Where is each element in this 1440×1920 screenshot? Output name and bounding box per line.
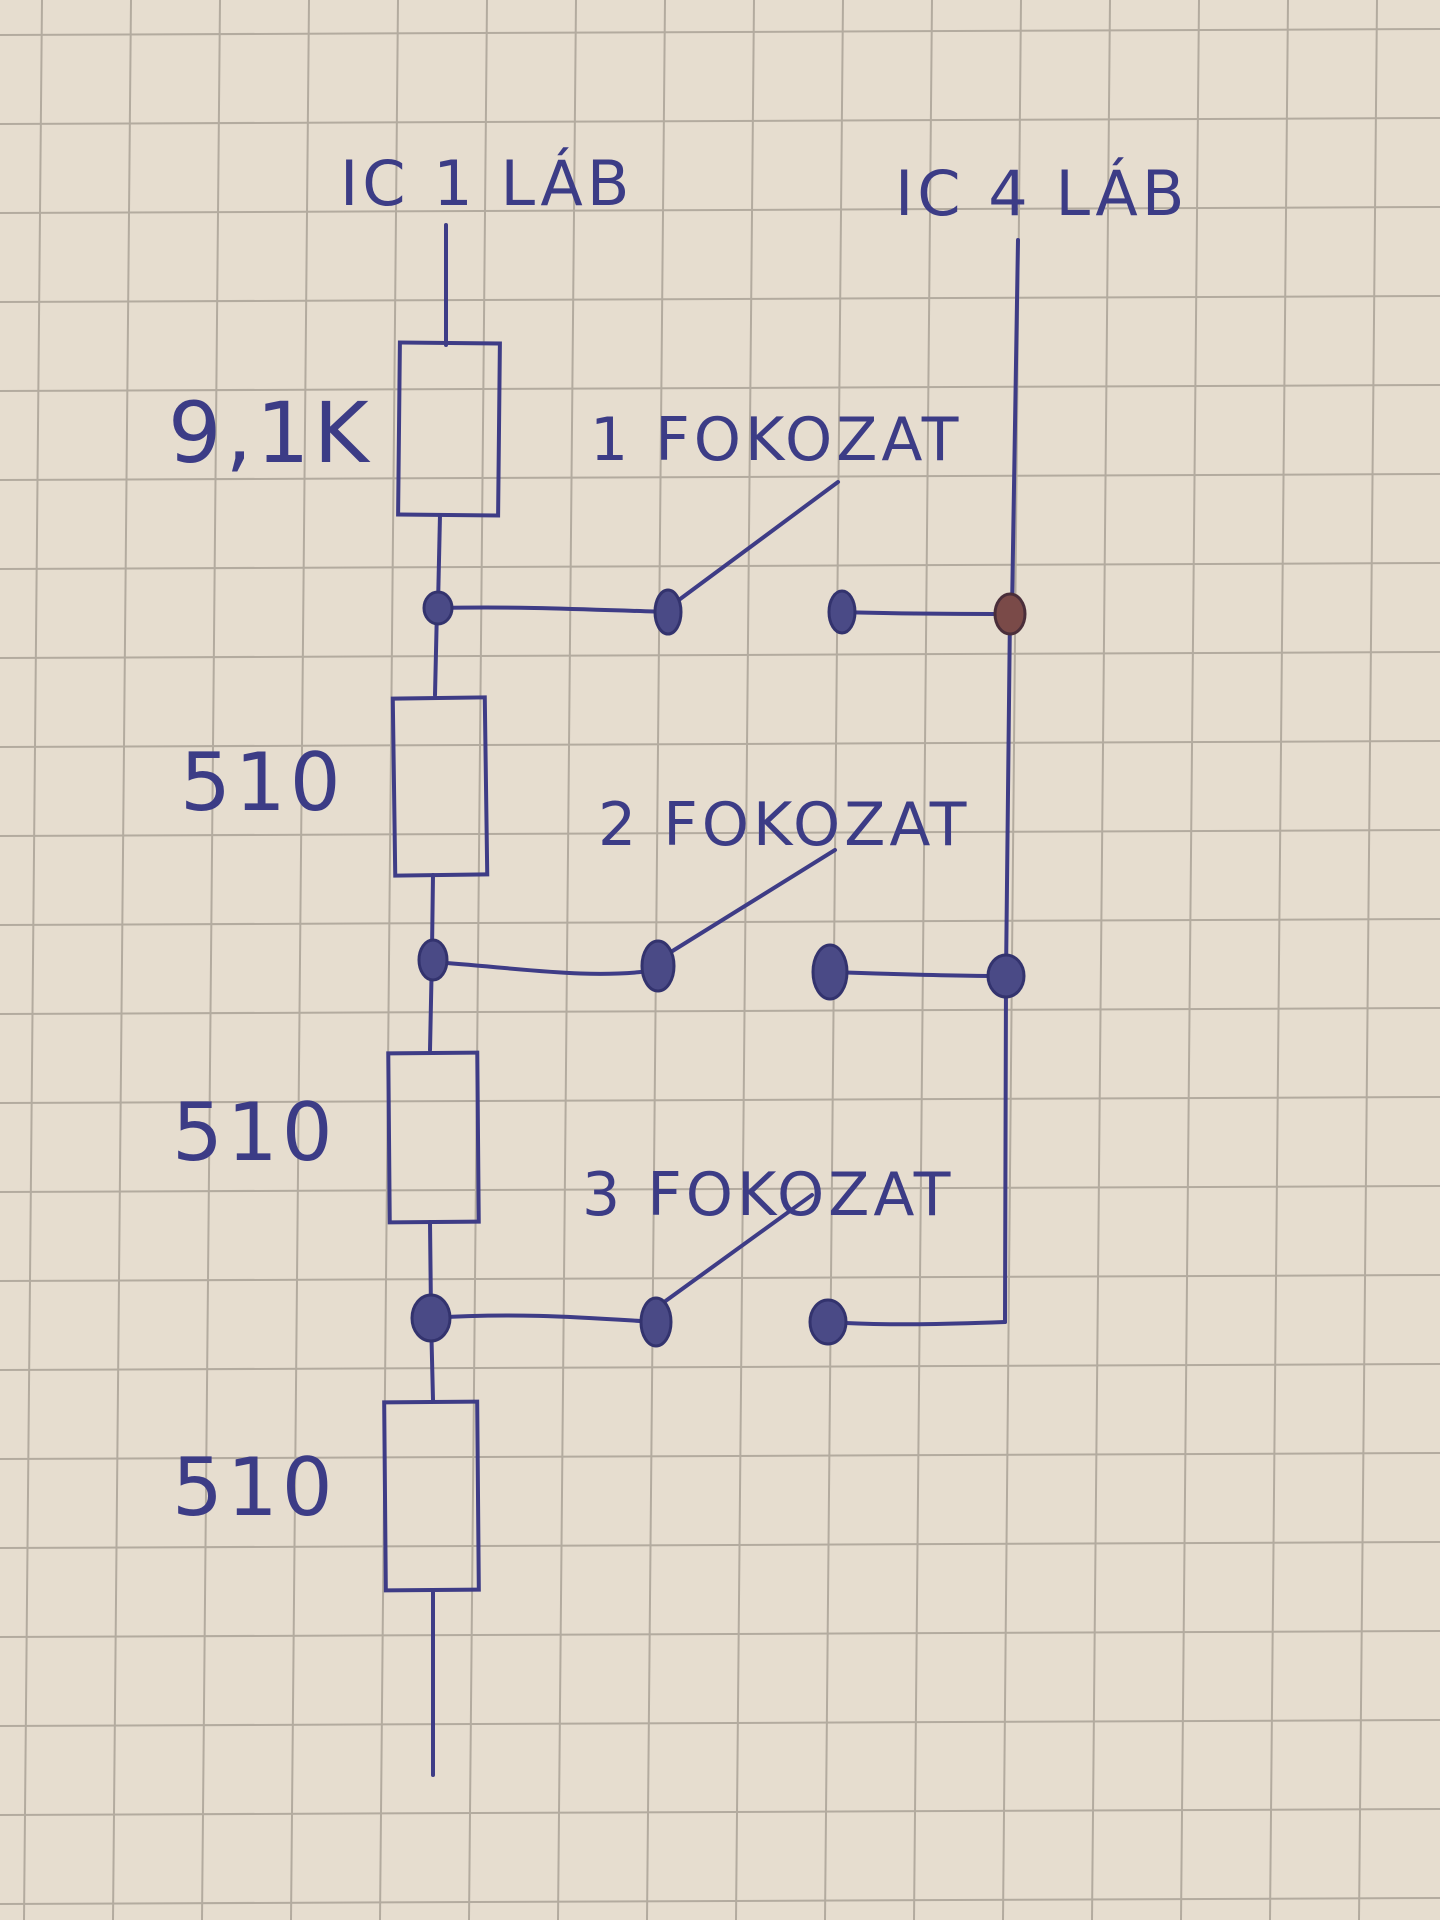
junction-node — [993, 592, 1027, 636]
switch-2-contact-b — [811, 943, 849, 1001]
grid-line-vertical — [112, 0, 132, 1920]
label-ic4-pin: IC 4 LÁB — [895, 156, 1188, 230]
grid-line-vertical — [23, 0, 43, 1920]
wire-segment — [436, 513, 442, 607]
grid-line-horizontal — [0, 1541, 1440, 1549]
switch-1-label: 1 FOKOZAT — [590, 405, 962, 475]
switch-2-lever — [656, 848, 837, 962]
grid-line-horizontal — [0, 1096, 1440, 1104]
resistor-value-2: 510 — [180, 736, 345, 829]
junction-node — [417, 938, 449, 982]
wire-stage3-left — [428, 1313, 658, 1324]
grid-line-horizontal — [0, 1363, 1440, 1371]
grid-line-horizontal — [0, 562, 1440, 570]
grid-line-horizontal — [0, 1719, 1440, 1727]
switch-3-contact-a — [639, 1296, 673, 1348]
grid-line-horizontal — [0, 28, 1440, 36]
grid-line-horizontal — [0, 117, 1440, 125]
label-ic1-pin: IC 1 LÁB — [340, 146, 633, 220]
grid-line-horizontal — [0, 384, 1440, 392]
grid-line-horizontal — [0, 206, 1440, 214]
junction-node — [986, 953, 1026, 999]
resistor-9k1 — [396, 340, 502, 518]
switch-2-label: 2 FOKOZAT — [598, 790, 970, 860]
wire-stage2-left — [431, 960, 660, 976]
resistor-value-4: 510 — [172, 1441, 337, 1534]
grid-line-vertical — [379, 0, 399, 1920]
wire-stage1-left — [438, 605, 670, 614]
switch-3-contact-b — [808, 1298, 848, 1346]
resistor-value-1: 9,1K — [168, 384, 373, 482]
switch-1-contact-a — [653, 588, 683, 636]
switch-3-lever — [658, 1193, 814, 1307]
resistor-510-a — [390, 695, 490, 878]
grid-line-vertical — [468, 0, 488, 1920]
grid-line-horizontal — [0, 1897, 1440, 1905]
grid-line-horizontal — [0, 473, 1440, 481]
grid-line-horizontal — [0, 651, 1440, 659]
resistor-510-c — [382, 1399, 481, 1593]
grid-line-horizontal — [0, 1185, 1440, 1193]
resistor-510-b — [386, 1050, 481, 1225]
wire-stage3-right — [826, 1320, 1007, 1327]
grid-line-vertical — [290, 0, 310, 1920]
resistor-value-3: 510 — [172, 1086, 337, 1179]
grid-line-vertical — [1091, 0, 1111, 1920]
switch-1-lever — [666, 480, 840, 610]
wire-stage1-right — [840, 610, 1012, 616]
grid-line-horizontal — [0, 1808, 1440, 1816]
junction-node — [422, 590, 454, 626]
wire-segment — [430, 873, 435, 952]
grid-line-horizontal — [0, 1007, 1440, 1015]
grid-line-vertical — [913, 0, 933, 1920]
grid-line-vertical — [1180, 0, 1200, 1920]
grid-line-horizontal — [0, 1452, 1440, 1460]
grid-line-horizontal — [0, 295, 1440, 303]
wire-right-rail — [1004, 610, 1012, 977]
junction-node — [410, 1293, 452, 1343]
grid-line-horizontal — [0, 1630, 1440, 1638]
wire-stage2-right — [828, 970, 1008, 978]
switch-3-label: 3 FOKOZAT — [582, 1160, 954, 1230]
grid-line-horizontal — [0, 740, 1440, 748]
grid-line-horizontal — [0, 1274, 1440, 1282]
grid-line-vertical — [1269, 0, 1289, 1920]
grid-line-vertical — [735, 0, 755, 1920]
grid-line-vertical — [557, 0, 577, 1920]
grid-line-vertical — [201, 0, 221, 1920]
wire-ic4-lead — [1010, 238, 1020, 612]
switch-1-contact-b — [827, 589, 857, 635]
switch-2-contact-a — [640, 939, 676, 993]
wire-right-rail — [1003, 976, 1008, 1324]
grid-line-horizontal — [0, 829, 1440, 837]
grid-line-vertical — [1358, 0, 1378, 1920]
